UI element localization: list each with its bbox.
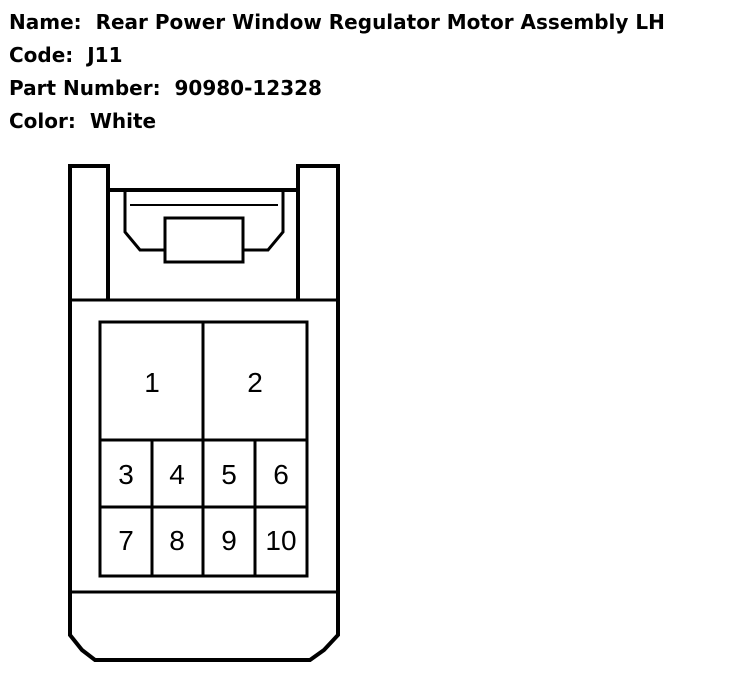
pin-6-label: 6 xyxy=(273,459,289,490)
pin-4-label: 4 xyxy=(169,459,185,490)
part-number-label: Part Number: xyxy=(9,76,161,100)
connector-info: Name: Rear Power Window Regulator Motor … xyxy=(9,6,665,138)
pin-5-label: 5 xyxy=(221,459,237,490)
pin-9-label: 9 xyxy=(221,525,237,556)
name-row: Name: Rear Power Window Regulator Motor … xyxy=(9,6,665,39)
pin-2-label: 2 xyxy=(247,367,263,398)
code-label: Code: xyxy=(9,43,74,67)
locking-tab xyxy=(163,250,245,264)
locking-lever xyxy=(123,190,285,252)
color-value: White xyxy=(89,109,157,133)
code-value: J11 xyxy=(87,43,123,67)
pin-1-label: 1 xyxy=(144,367,160,398)
color-label: Color: xyxy=(9,109,76,133)
pin-8-label: 8 xyxy=(169,525,185,556)
pin-7-label: 7 xyxy=(118,525,134,556)
name-label: Name: xyxy=(9,10,82,34)
part-number-row: Part Number: 90980-12328 xyxy=(9,72,665,105)
pin-3-label: 3 xyxy=(118,459,134,490)
color-row: Color: White xyxy=(9,105,665,138)
part-number-value: 90980-12328 xyxy=(174,76,322,100)
name-value: Rear Power Window Regulator Motor Assemb… xyxy=(95,10,665,34)
code-row: Code: J11 xyxy=(9,39,665,72)
pin-10-label: 10 xyxy=(265,525,296,556)
